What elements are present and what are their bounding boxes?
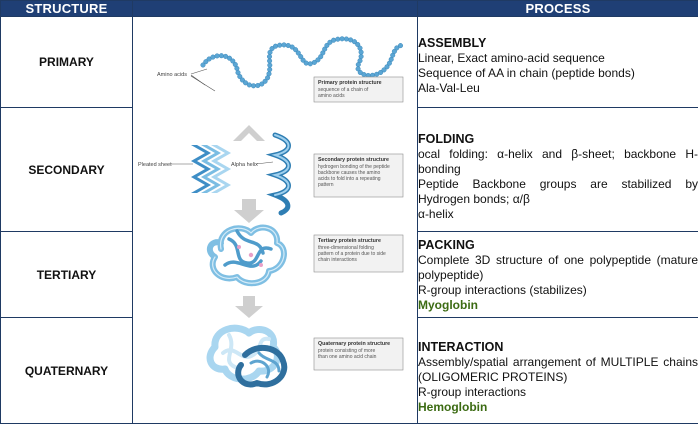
structure-header: STRUCTURE bbox=[1, 1, 133, 17]
process-line: Complete 3D structure of one polypeptide… bbox=[418, 253, 698, 283]
svg-text:Quaternary protein structure: Quaternary protein structure bbox=[318, 341, 390, 347]
amino-acids-label: Amino acids bbox=[157, 72, 187, 78]
amino-acid-bead bbox=[268, 63, 273, 68]
down-arrow-1 bbox=[233, 125, 265, 141]
structure-secondary: SECONDARY bbox=[1, 108, 133, 232]
amino-acid-bead bbox=[267, 54, 272, 59]
amino-acid-bead bbox=[336, 37, 341, 42]
amino-acid-bead bbox=[398, 43, 403, 48]
down-arrow-3 bbox=[235, 296, 263, 318]
svg-text:Tertiary protein structure: Tertiary protein structure bbox=[318, 238, 381, 244]
protein-levels-illustration: Amino acids Primary protein structure se… bbox=[133, 17, 417, 418]
process-title-assembly: ASSEMBLY bbox=[418, 36, 698, 51]
amino-acid-bead bbox=[304, 61, 309, 66]
process-quaternary: INTERACTION Assembly/spatial arrangement… bbox=[418, 318, 698, 424]
amino-acid-bead bbox=[362, 72, 367, 77]
amino-acid-bead bbox=[356, 62, 361, 67]
structure-primary: PRIMARY bbox=[1, 17, 133, 108]
alpha-helix bbox=[275, 135, 289, 213]
amino-acid-bead bbox=[358, 46, 363, 51]
amino-acid-bead bbox=[267, 72, 272, 77]
svg-text:pattern: pattern bbox=[318, 182, 334, 188]
process-line: Peptide Backbone groups are stabilized b… bbox=[418, 177, 698, 207]
amino-acid-bead bbox=[331, 38, 336, 43]
protein-structure-figure: Amino acids Primary protein structure se… bbox=[133, 17, 418, 424]
myoglobin-example: Myoglobin bbox=[418, 298, 698, 313]
amino-acid-bead bbox=[267, 59, 272, 64]
structure-quaternary: QUATERNARY bbox=[1, 318, 133, 424]
alpha-helix-label: Alpha helix bbox=[231, 162, 258, 168]
tertiary-caption: Tertiary protein structure three-dimensi… bbox=[314, 235, 403, 272]
process-title-packing: PACKING bbox=[418, 238, 698, 253]
quaternary-caption: Quaternary protein structure protein con… bbox=[314, 338, 403, 370]
svg-text:than one amino acid chain: than one amino acid chain bbox=[318, 354, 377, 360]
amino-acid-bead bbox=[344, 37, 349, 42]
amino-acid-bead bbox=[251, 84, 256, 89]
hemoglobin-example: Hemoglobin bbox=[418, 400, 698, 415]
svg-text:amino acids: amino acids bbox=[318, 93, 345, 99]
process-header: PROCESS bbox=[418, 1, 698, 17]
tertiary-fold bbox=[210, 228, 284, 284]
primary-caption: Primary protein structure sequence of a … bbox=[314, 77, 403, 102]
process-line: Ala-Val-Leu bbox=[418, 81, 698, 96]
process-title-interaction: INTERACTION bbox=[418, 340, 698, 355]
process-primary: ASSEMBLY Linear, Exact amino-acid sequen… bbox=[418, 17, 698, 108]
amino-acid-bead bbox=[235, 66, 240, 71]
amino-acid-bead bbox=[282, 43, 287, 48]
amino-acid-bead bbox=[215, 54, 220, 59]
amino-acid-bead bbox=[219, 53, 224, 58]
secondary-caption: Secondary protein structure hydrogen bon… bbox=[314, 154, 403, 197]
svg-text:Primary protein structure: Primary protein structure bbox=[318, 80, 382, 86]
process-tertiary: PACKING Complete 3D structure of one pol… bbox=[418, 232, 698, 318]
pleated-sheet-label: Pleated sheet bbox=[138, 162, 172, 168]
process-line: R-group interactions (stabilizes) bbox=[418, 283, 698, 298]
down-arrow-2 bbox=[234, 199, 264, 223]
figure-header bbox=[133, 1, 418, 17]
amino-acid-bead bbox=[273, 44, 278, 49]
quaternary-fold bbox=[210, 328, 284, 384]
amino-acid-bead bbox=[267, 67, 272, 72]
amino-acid-bead bbox=[359, 54, 364, 59]
amino-acid-bead bbox=[277, 43, 282, 48]
amino-acid-bead bbox=[359, 50, 364, 55]
process-secondary: FOLDING ocal folding: α-helix and β-shee… bbox=[418, 108, 698, 232]
process-title-folding: FOLDING bbox=[418, 132, 698, 147]
amino-acid-bead bbox=[340, 37, 345, 42]
beta-sheet bbox=[191, 145, 231, 193]
process-line: ocal folding: α-helix and β-sheet; backb… bbox=[418, 147, 698, 177]
process-line: Sequence of AA in chain (peptide bonds) bbox=[418, 66, 698, 81]
svg-text:Secondary protein structure: Secondary protein structure bbox=[318, 157, 389, 163]
amino-acid-bead bbox=[247, 83, 252, 88]
amino-acid-bead bbox=[211, 55, 216, 60]
process-line: Assembly/spatial arrangement of MULTIPLE… bbox=[418, 355, 698, 385]
process-line: R-group interactions bbox=[418, 385, 698, 400]
svg-text:chain interactions: chain interactions bbox=[318, 257, 357, 263]
process-line: α-helix bbox=[418, 207, 698, 222]
structure-tertiary: TERTIARY bbox=[1, 232, 133, 318]
process-line: Linear, Exact amino-acid sequence bbox=[418, 51, 698, 66]
